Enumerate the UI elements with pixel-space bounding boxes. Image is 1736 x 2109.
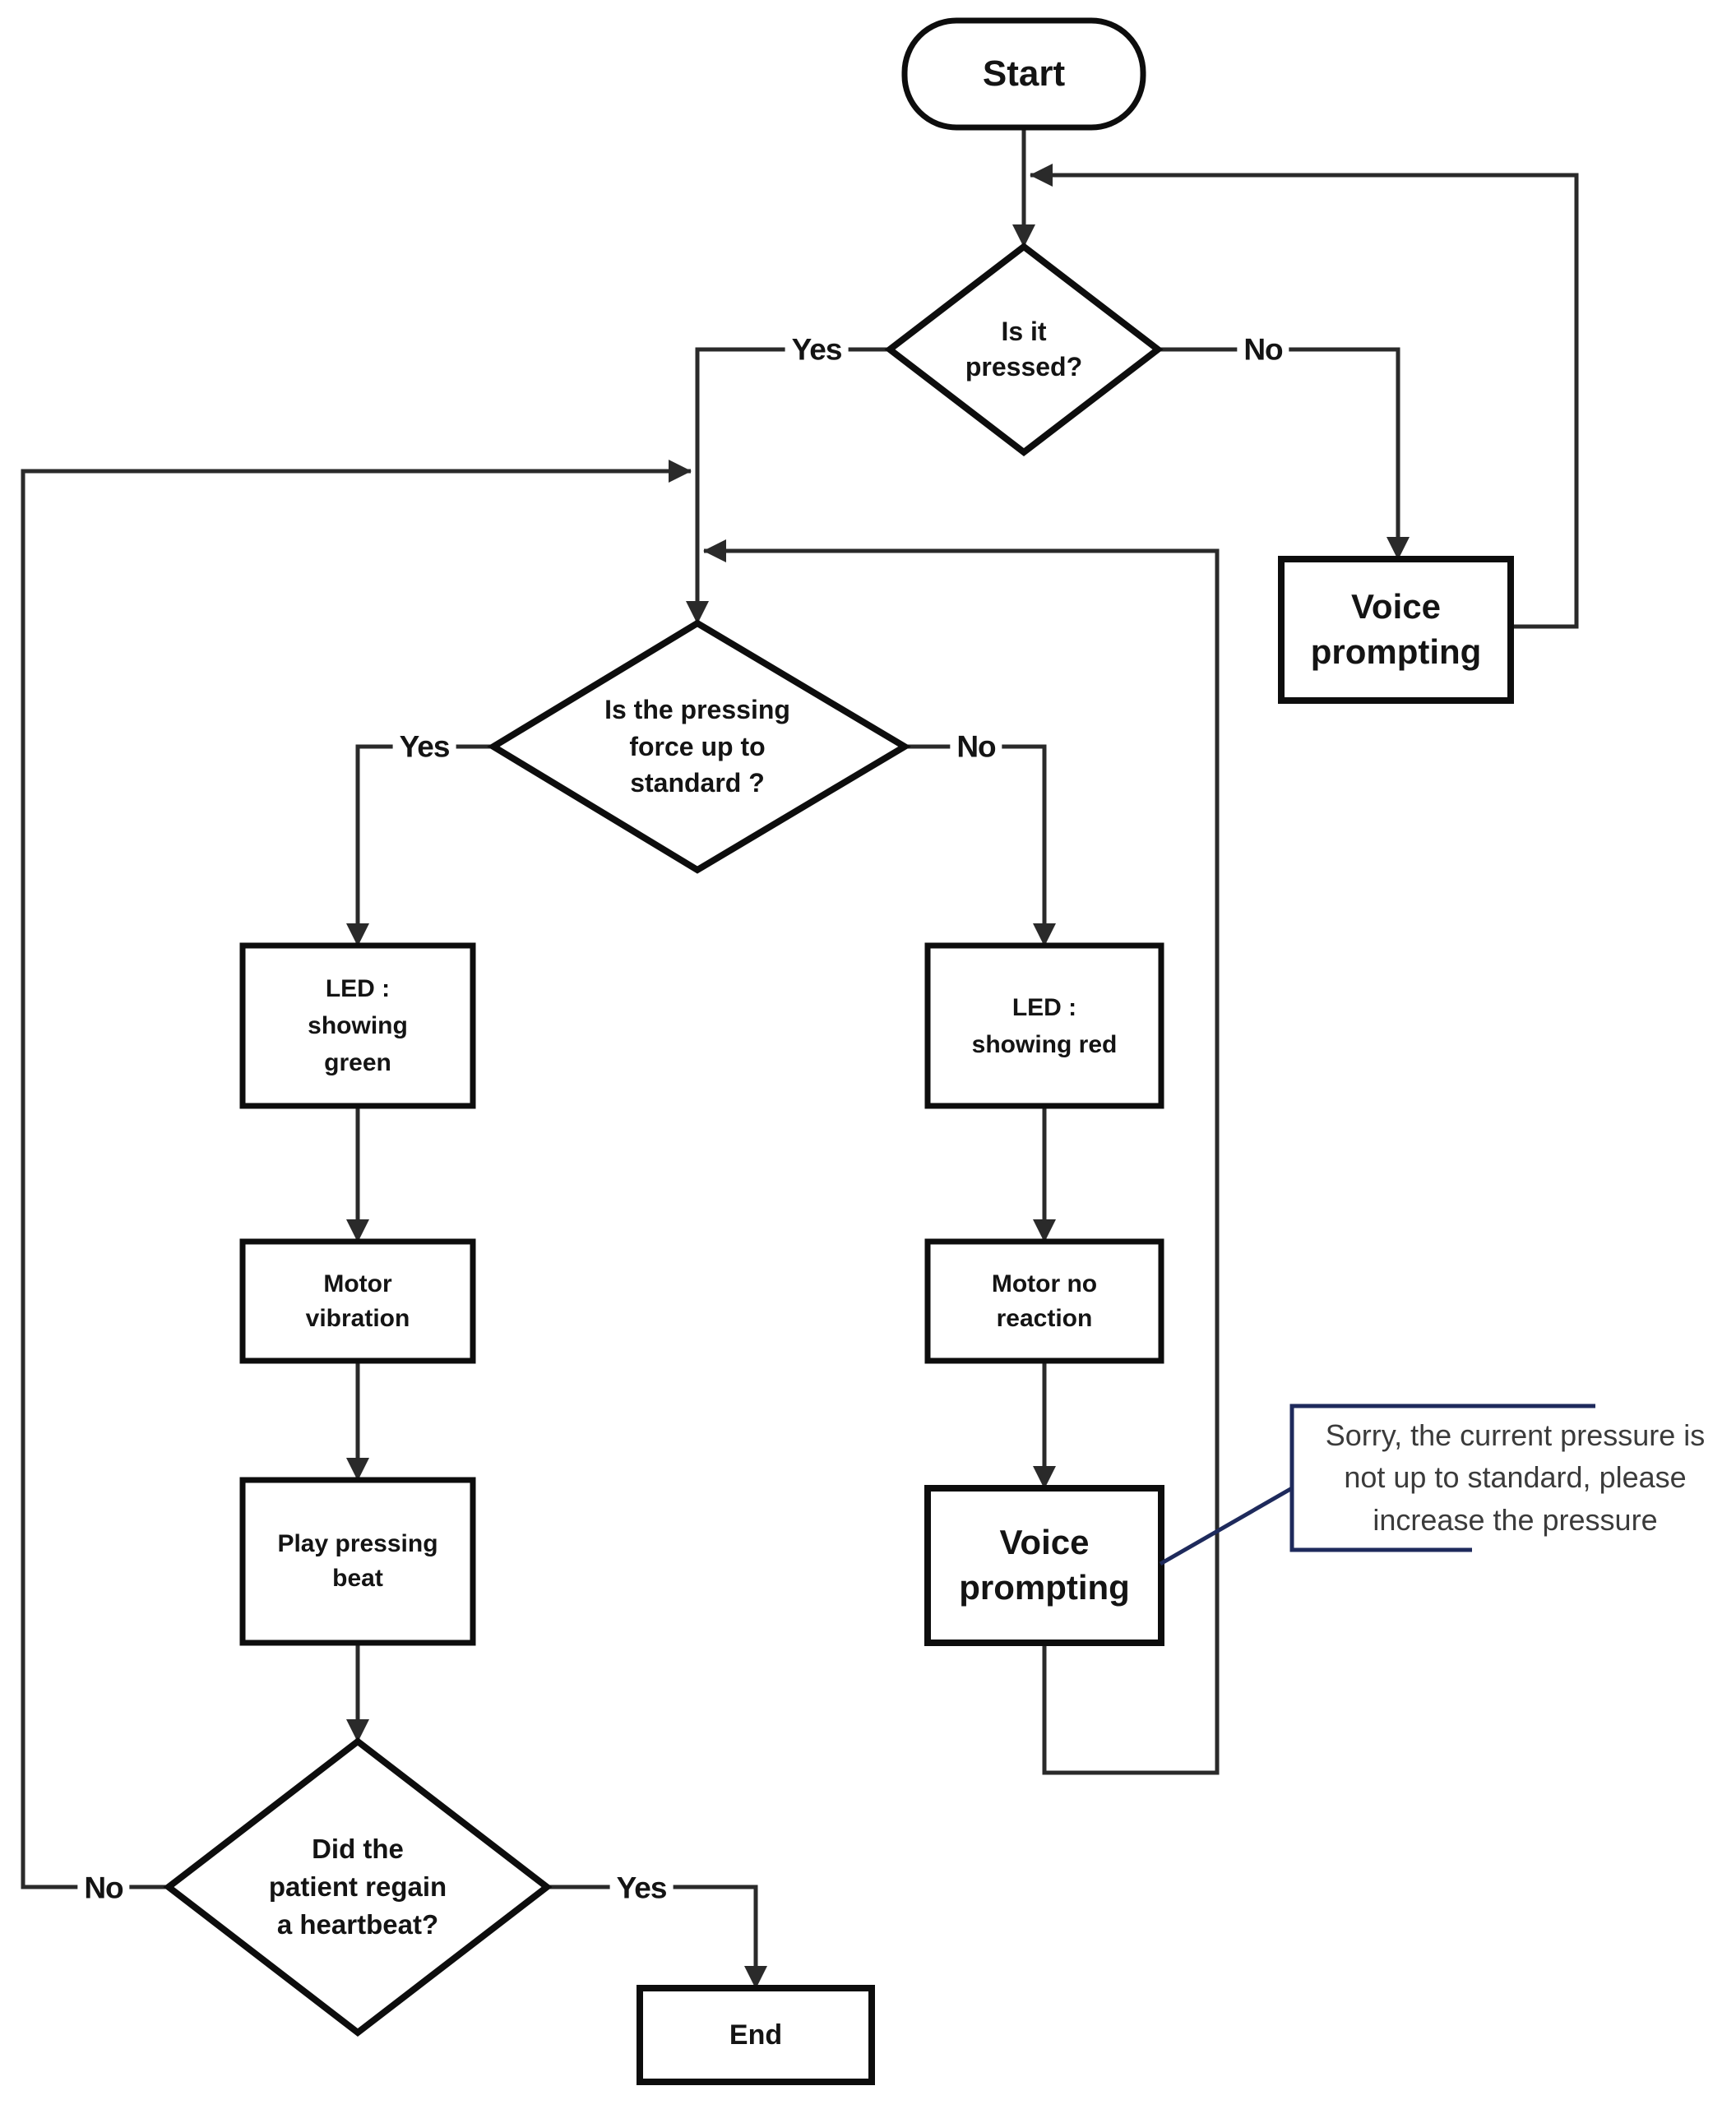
callout-border	[1289, 1404, 1595, 1552]
voice-prompting-bottom-shape	[924, 1485, 1164, 1646]
decision-regain-heartbeat: Did the patient regain a heartbeat?	[268, 1833, 447, 1940]
edge-label-regain-heartbeat-no: No	[77, 1872, 130, 1903]
edge-voice-bottom-loop-to-pressing-force	[703, 539, 1220, 1775]
end-node-shape	[637, 1985, 875, 2085]
voice-prompting-top-shape	[1278, 556, 1514, 704]
edge-label-regain-heartbeat-yes: Yes	[609, 1872, 674, 1903]
play-pressing-beat-node: Play pressing beat	[277, 1530, 438, 1592]
is-it-pressed-diamond-shape	[884, 242, 1164, 457]
edge-label-pressing-force-no: No	[950, 731, 1002, 762]
motor-no-reaction-shape	[924, 1238, 1164, 1364]
start-node: Start	[982, 53, 1066, 94]
decision-pressing-force: Is the pressing force up to standard ?	[604, 694, 790, 798]
edge-voice-top-loop-to-start-line	[1030, 164, 1579, 629]
led-green-shape	[239, 942, 476, 1109]
edge-label-pressing-force-yes: Yes	[392, 731, 456, 762]
motor-no-reaction-node: Motor no reaction	[991, 1270, 1098, 1332]
voice-prompting-top-node: Voice prompting	[1310, 587, 1482, 671]
callout-pointer-line	[1159, 1486, 1294, 1566]
motor-vibration-node: Motor vibration	[305, 1270, 410, 1332]
edge-label-is-it-pressed-yes: Yes	[785, 334, 849, 365]
voice-prompting-bottom-node: Voice prompting	[959, 1523, 1130, 1607]
edge-pressing-force-yes	[346, 744, 493, 946]
end-node: End	[729, 2019, 783, 2051]
edge-pressing-force-no	[905, 744, 1056, 946]
motor-vibration-shape	[239, 1238, 476, 1364]
decision-is-it-pressed: Is it pressed?	[965, 316, 1083, 382]
play-pressing-beat-shape	[239, 1477, 476, 1646]
led-red-shape	[924, 942, 1164, 1109]
edge-is-it-pressed-yes	[686, 347, 892, 624]
regain-heartbeat-diamond-shape	[163, 1737, 553, 2037]
edge-is-it-pressed-no	[1158, 347, 1410, 560]
edge-label-is-it-pressed-no: No	[1237, 334, 1289, 365]
led-showing-green-node: LED : showing green	[308, 975, 408, 1076]
voice-prompt-callout: Sorry, the current pressure is not up to…	[1325, 1418, 1706, 1537]
start-node-shape	[901, 17, 1146, 131]
led-showing-red-node: LED : showing red	[971, 993, 1118, 1058]
pressing-force-diamond-shape	[487, 619, 911, 874]
